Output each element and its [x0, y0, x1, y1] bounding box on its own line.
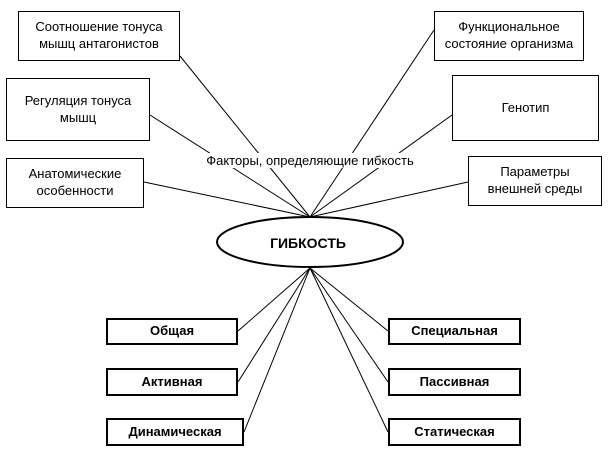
type-label: Пассивная [419, 373, 490, 389]
type-box: Активная [106, 368, 238, 396]
type-label: Специальная [411, 323, 498, 339]
factor-label: Соотношение тонуса мышц антагонистов [35, 19, 163, 51]
factors-caption: Факторы, определяющие гибкость [160, 153, 460, 168]
type-box: Специальная [388, 318, 521, 345]
type-label: Активная [141, 373, 203, 389]
factor-box: Параметры внешней среды [468, 156, 602, 206]
connector-line [309, 181, 469, 218]
factor-label: Параметры внешней среды [487, 164, 583, 196]
factor-label: Регуляция тонуса мышц [24, 92, 132, 125]
connector-line [309, 267, 389, 383]
type-box: Общая [106, 318, 238, 345]
center-label: ГИБКОСТЬ [270, 235, 346, 251]
center-ellipse [216, 216, 404, 268]
type-label: Статическая [414, 423, 495, 439]
connector-line [243, 267, 311, 433]
type-label: Общая [149, 323, 195, 339]
factor-box: Регуляция тонуса мышц [6, 78, 150, 141]
factor-box: Функциональное состояние организма [434, 11, 584, 61]
type-box: Динамическая [106, 418, 244, 446]
connector-line [237, 267, 311, 383]
connector-line [309, 29, 435, 218]
type-label: Динамическая [128, 423, 222, 439]
connector-line [309, 267, 389, 332]
factor-label: Функциональное состояние организма [444, 19, 574, 51]
factor-label: Анатомические особенности [28, 166, 122, 198]
type-box: Статическая [388, 418, 521, 446]
connector-line [143, 181, 311, 218]
type-box: Пассивная [388, 368, 521, 396]
factor-box: Анатомические особенности [6, 158, 144, 208]
connector-line [309, 267, 389, 433]
factor-label: Генотип [501, 99, 550, 115]
connector-line [237, 267, 311, 332]
connector-line [179, 55, 311, 218]
factor-box: Генотип [452, 75, 599, 141]
factor-box: Соотношение тонуса мышц антагонистов [18, 11, 180, 61]
